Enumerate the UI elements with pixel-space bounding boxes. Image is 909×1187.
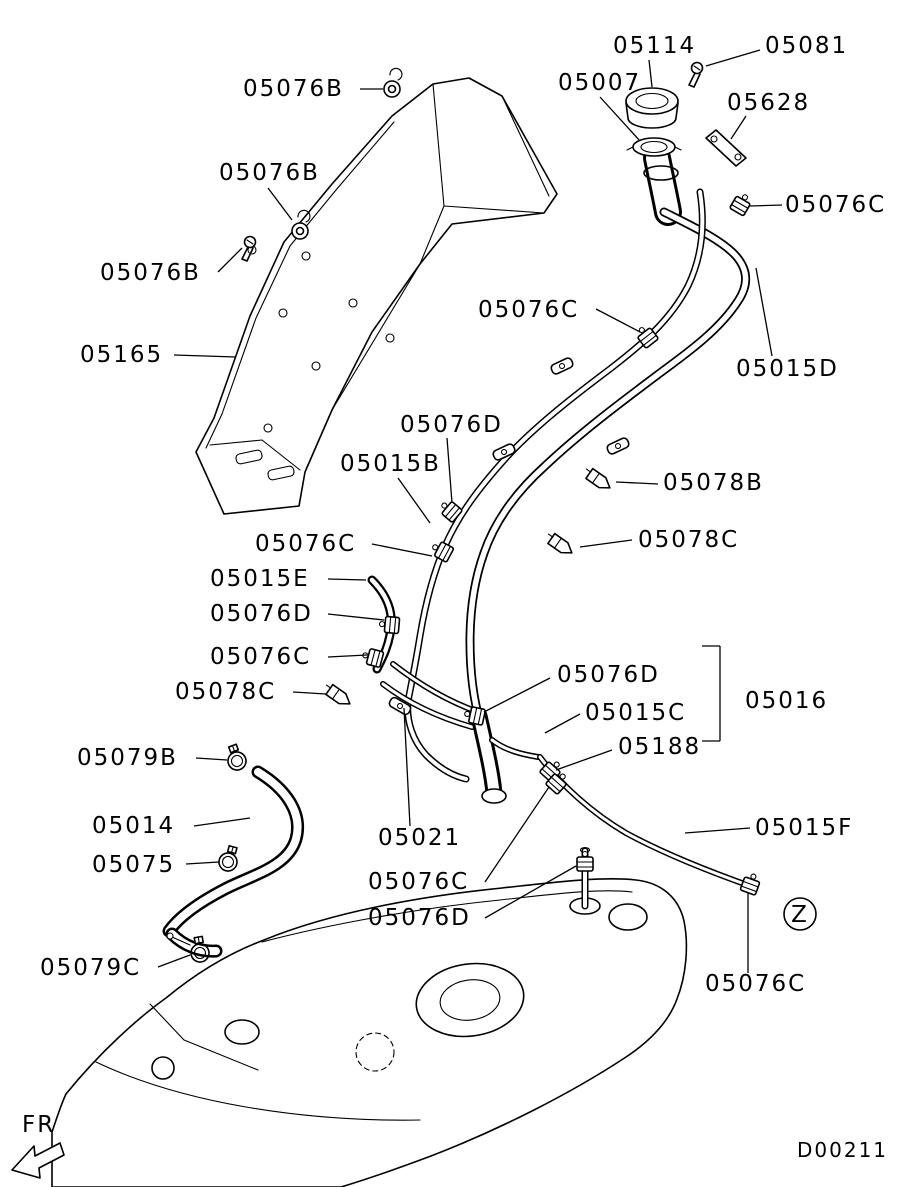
- fr-direction: FR: [11, 1112, 65, 1179]
- part-label: 05078B: [663, 470, 764, 496]
- zone-marker-label: Z: [791, 902, 809, 928]
- fuel-tank: [51, 878, 688, 1187]
- protector-panel: [195, 77, 558, 515]
- part-label: 05076D: [557, 662, 660, 688]
- part-label: 05114: [613, 33, 696, 59]
- part-label: 05076D: [400, 412, 503, 438]
- part-label: 05076C: [210, 644, 311, 670]
- part-label: 05015D: [736, 356, 839, 382]
- part-label: 05078C: [175, 679, 276, 705]
- part-label: 05021: [378, 825, 461, 851]
- leader-lines: [157, 49, 783, 973]
- part-label: 05628: [727, 90, 810, 116]
- part-label: 05076B: [243, 76, 344, 102]
- part-label: 05076D: [368, 905, 471, 931]
- part-label: 05076C: [478, 297, 579, 323]
- fr-label: FR: [22, 1112, 55, 1138]
- part-label: 05076C: [368, 869, 469, 895]
- part-label: 05015F: [755, 815, 853, 841]
- filler-cap-assembly: [625, 87, 747, 181]
- part-label: 05165: [80, 342, 163, 368]
- part-label: 05015E: [210, 566, 310, 592]
- part-label: 05007: [558, 70, 641, 96]
- part-labels: 05076B 05114 05081 05007 05628 05076C 05…: [40, 33, 886, 997]
- part-label: 05076B: [100, 260, 201, 286]
- filler-pipe-assembly: [162, 144, 756, 958]
- part-label: 05076C: [705, 971, 806, 997]
- part-label: 05076C: [785, 192, 886, 218]
- part-label: 05079C: [40, 955, 141, 981]
- part-label: 05076D: [210, 601, 313, 627]
- part-label: 05081: [765, 33, 848, 59]
- part-label: 05016: [745, 688, 828, 714]
- part-label: 05079B: [77, 745, 178, 771]
- part-label: 05015B: [340, 451, 441, 477]
- part-label: 05076B: [219, 160, 320, 186]
- part-label: 05188: [618, 734, 701, 760]
- fasteners-and-clamps: [166, 61, 763, 965]
- drawing-code: D00211: [797, 1138, 888, 1162]
- part-label: 05076C: [255, 531, 356, 557]
- part-label: 05015C: [585, 700, 686, 726]
- zone-marker: Z: [783, 897, 817, 931]
- part-label: 05078C: [638, 527, 739, 553]
- fr-arrow-icon: [11, 1142, 65, 1179]
- part-label: 05014: [92, 813, 175, 839]
- part-label: 05075: [92, 852, 175, 878]
